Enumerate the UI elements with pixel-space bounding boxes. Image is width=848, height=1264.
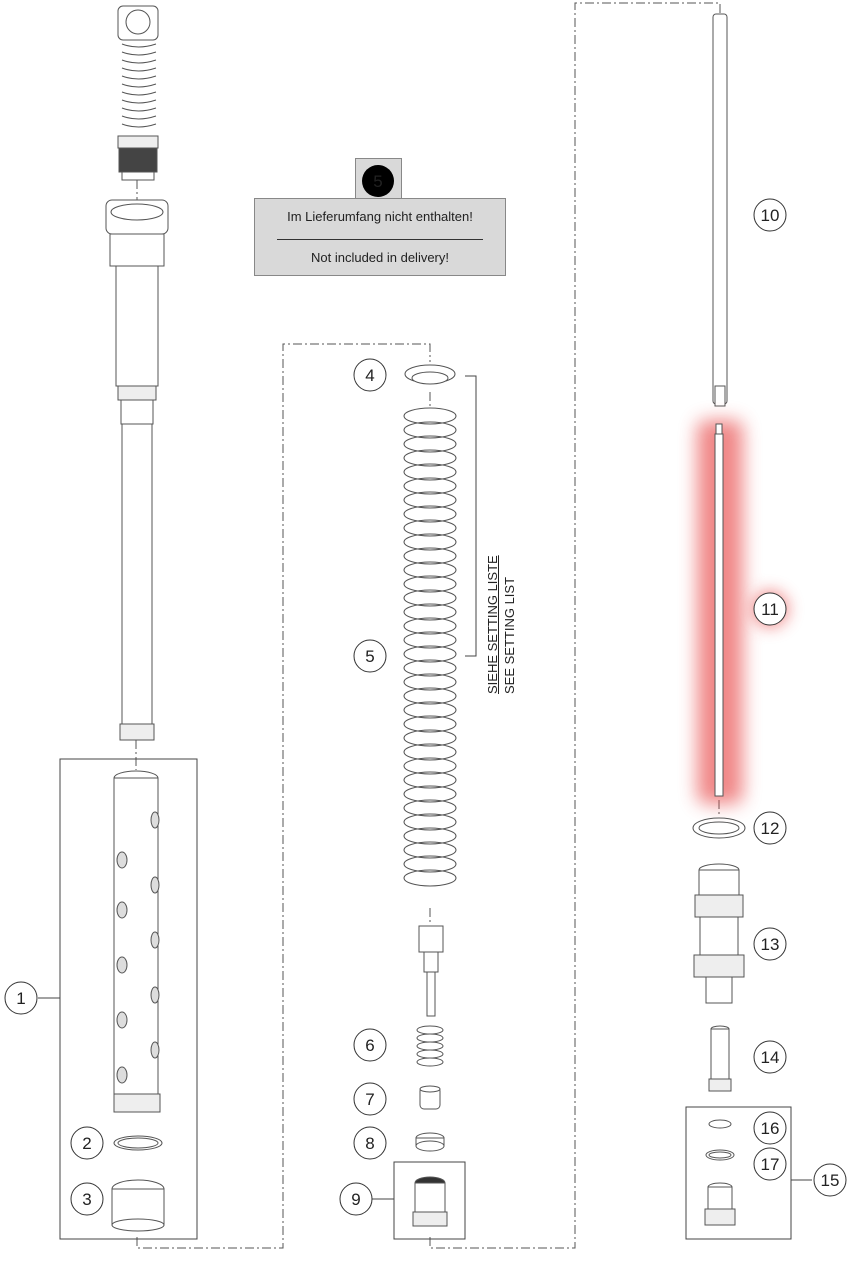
cartridge-top-assembly [105,5,169,741]
callout-circle [753,1040,787,1074]
callout-11: 11 [753,592,787,626]
callout-10: 10 [753,198,787,232]
part-17-o-ring [705,1149,735,1161]
callout-17: 17 [753,1147,787,1181]
group-9-box [393,1161,466,1240]
callout-5: 5 [353,639,387,673]
setting-label-de: SIEHE SETTING LISTE [485,555,500,694]
setting-list-label: SIEHE SETTING LISTE SEE SETTING LIST [483,526,523,696]
callout-15: 15 [813,1163,847,1197]
callout-circle [4,981,38,1015]
callout-4: 4 [353,358,387,392]
callout-circle [353,1126,387,1160]
part-2-ring [113,1135,163,1151]
callout-3: 3 [70,1182,104,1216]
callout-number: 5 [365,647,374,666]
callout-circle [813,1163,847,1197]
callout-number: 10 [761,206,780,225]
part-13-cartridge-end [693,863,745,1004]
note-callout: 5 [362,165,394,197]
part-9-valve-body [412,1176,448,1227]
not-included-note: Im Lieferumfang nicht enthalten! Not inc… [254,198,506,276]
callout-number: 12 [761,819,780,838]
callout-1: 1 [4,981,38,1015]
callout-number: 3 [82,1190,91,1209]
callout-number: 4 [365,366,374,385]
callout-circle [753,811,787,845]
callout-circle [753,1111,787,1145]
note-callout-number: 5 [373,172,382,191]
callout-circle [70,1126,104,1160]
callout-number: 15 [821,1171,840,1190]
callout-number: 17 [761,1155,780,1174]
part-15-piston [704,1182,736,1226]
callout-circle [753,927,787,961]
callout-circle [753,592,787,626]
note-line-de: Im Lieferumfang nicht enthalten! [287,209,473,224]
callout-number: 2 [82,1134,91,1153]
callout-number: 7 [365,1090,374,1109]
callout-circle [353,639,387,673]
setting-label-en: SEE SETTING LIST [502,576,517,694]
part-8-nut [415,1132,445,1152]
callout-2: 2 [70,1126,104,1160]
callout-number: 11 [761,600,779,619]
part-6-small-spring [416,1025,444,1067]
part-1-perforated-tube [113,770,161,1113]
part-16-o-ring [708,1119,732,1129]
note-divider [277,239,483,240]
callout-number: 6 [365,1036,374,1055]
callout-16: 16 [753,1111,787,1145]
callout-13: 13 [753,927,787,961]
group-brackets [38,375,812,1240]
callout-6: 6 [353,1028,387,1062]
callout-number: 16 [761,1119,780,1138]
callout-9: 9 [339,1182,373,1216]
callout-number: 1 [16,989,25,1008]
callout-number: 14 [761,1048,780,1067]
callout-circle [353,1028,387,1062]
callout-12: 12 [753,811,787,845]
callout-circle [353,358,387,392]
callout-circle [753,1147,787,1181]
part-5-spring [403,407,457,887]
part-12-seal-ring [692,817,746,839]
connector-lines [135,2,721,1249]
callout-8: 8 [353,1126,387,1160]
callout-14: 14 [753,1040,787,1074]
part-10-rod [712,13,728,407]
callout-circle [753,198,787,232]
callout-circle [70,1182,104,1216]
valve-assembly [418,925,444,1017]
part-14-sleeve [708,1025,732,1092]
part-4-spring-seat [404,364,456,385]
part-7-valve-cup [419,1085,441,1110]
callout-7: 7 [353,1082,387,1116]
part-11-inner-rod [714,423,724,797]
note-line-en: Not included in delivery! [310,250,450,265]
callout-number: 13 [761,935,780,954]
callout-number: 8 [365,1134,374,1153]
group-15-box [685,1106,792,1240]
callout-number: 9 [351,1190,360,1209]
part-3-bushing [111,1179,165,1232]
group-1-box [59,758,198,1240]
spring-range-bracket [465,375,477,657]
callout-circle [353,1082,387,1116]
callout-circle [339,1182,373,1216]
